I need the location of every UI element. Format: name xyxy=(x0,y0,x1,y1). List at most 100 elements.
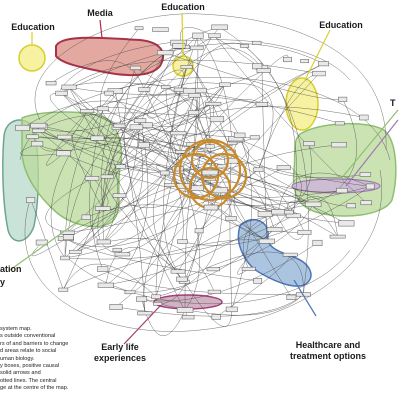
connection-line xyxy=(277,172,371,212)
map-node xyxy=(329,234,346,239)
map-node xyxy=(359,114,369,121)
early-life-cluster xyxy=(153,294,223,310)
map-node xyxy=(312,239,323,246)
map-node xyxy=(90,135,105,141)
map-node xyxy=(183,88,196,94)
map-node xyxy=(285,213,301,219)
connection-line xyxy=(136,126,255,138)
map-node xyxy=(258,238,275,244)
healthcare-callout-line xyxy=(293,279,317,317)
connection-line xyxy=(179,63,324,173)
map-node xyxy=(249,135,260,140)
connection-line xyxy=(155,90,200,297)
connection-line xyxy=(65,172,166,239)
map-node xyxy=(192,32,204,39)
connection-line xyxy=(72,130,104,209)
map-node xyxy=(360,200,372,206)
map-node xyxy=(205,101,222,106)
map-node xyxy=(194,228,204,234)
connection-line xyxy=(183,84,226,151)
map-node xyxy=(100,174,114,179)
map-node xyxy=(241,266,256,271)
map-node xyxy=(253,278,263,284)
map-node xyxy=(283,56,292,63)
map-node xyxy=(97,282,114,288)
note-line: solid arrows and xyxy=(0,370,41,377)
connection-line xyxy=(63,239,267,290)
map-node xyxy=(271,209,285,215)
map-node xyxy=(284,210,294,215)
partial-label-left-2: y xyxy=(0,277,6,287)
map-node xyxy=(62,234,74,241)
map-node xyxy=(175,150,190,154)
map-node xyxy=(276,165,291,171)
connection-line xyxy=(197,35,233,144)
map-node xyxy=(251,40,262,45)
connection-line xyxy=(155,190,222,297)
right-callout-line-1 xyxy=(339,109,399,181)
connection-line xyxy=(61,59,319,94)
connection-line xyxy=(31,236,69,257)
connection-line xyxy=(184,281,233,327)
connection-line xyxy=(313,99,357,205)
map-node xyxy=(160,170,170,176)
map-node xyxy=(286,294,297,300)
connection-line xyxy=(184,90,212,282)
connection-line xyxy=(235,138,302,213)
map-node xyxy=(176,307,194,313)
map-node xyxy=(84,176,100,181)
partial-label-left-1: ation xyxy=(0,264,22,274)
connection-line xyxy=(183,35,199,187)
map-node xyxy=(57,134,73,140)
connection-line xyxy=(68,87,118,243)
connection-line xyxy=(38,130,109,209)
map-node xyxy=(170,131,187,136)
connection-line xyxy=(102,35,215,209)
connection-line xyxy=(64,95,195,259)
media-callout-line xyxy=(99,19,103,39)
map-node xyxy=(138,142,150,149)
map-node xyxy=(225,216,237,221)
map-node xyxy=(129,65,142,70)
map-node xyxy=(336,187,348,194)
map-node xyxy=(109,304,123,310)
map-node xyxy=(104,90,114,96)
education-top-callout-line xyxy=(181,12,184,57)
map-node xyxy=(297,229,312,235)
connection-line xyxy=(105,211,279,286)
connection-line xyxy=(163,66,187,272)
connection-line xyxy=(104,176,185,282)
early-life-callout-line xyxy=(123,305,161,345)
map-node xyxy=(208,33,221,38)
map-node xyxy=(211,24,228,30)
map-node xyxy=(240,44,250,48)
core-node xyxy=(201,169,219,176)
connection-line xyxy=(141,242,318,302)
connection-line xyxy=(213,204,314,270)
education-label-right: Education xyxy=(319,20,363,30)
connection-line xyxy=(239,135,366,179)
connection-line xyxy=(214,35,367,203)
map-node xyxy=(134,26,144,31)
connection-line xyxy=(107,82,226,177)
map-node xyxy=(266,227,283,232)
connection-line xyxy=(136,127,314,205)
connection-line xyxy=(146,103,214,136)
map-node xyxy=(137,311,153,316)
map-node xyxy=(124,290,136,295)
callout-lines xyxy=(9,12,399,345)
map-node xyxy=(129,124,144,130)
connection-line xyxy=(63,263,157,297)
map-node xyxy=(138,87,151,92)
connection-line xyxy=(75,63,324,253)
connection-line xyxy=(61,43,324,94)
map-node xyxy=(256,68,271,73)
map-node xyxy=(190,45,204,51)
map-node xyxy=(134,118,147,123)
connection-line xyxy=(63,153,290,213)
map-node xyxy=(69,249,82,254)
connection-line xyxy=(46,111,88,166)
map-node xyxy=(205,144,215,149)
map-node xyxy=(45,81,57,86)
